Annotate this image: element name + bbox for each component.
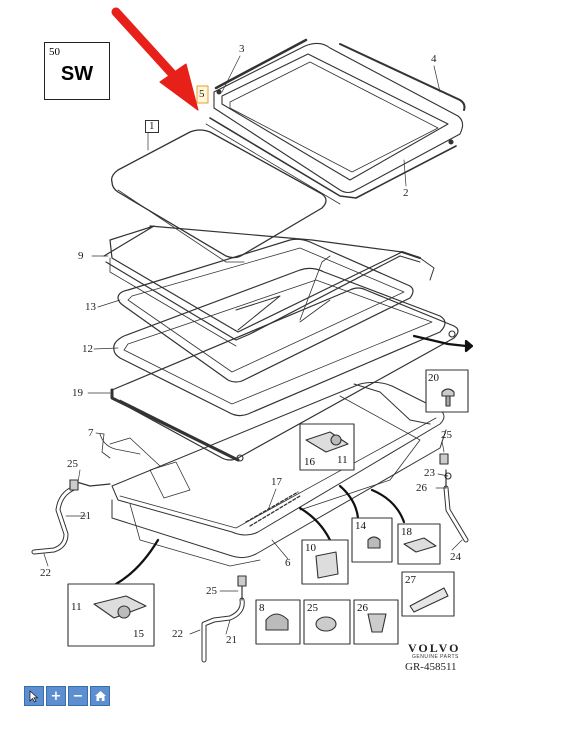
detail-label-26: 26	[357, 602, 368, 614]
part-17-strip	[245, 491, 301, 527]
hose-clips	[69, 453, 452, 587]
callout-4: 4	[431, 53, 437, 65]
callout-19: 19	[72, 387, 83, 399]
detail-box-11-15	[67, 583, 155, 647]
callout-1: 1	[145, 120, 159, 133]
detail-box-8	[255, 599, 301, 645]
callout-6: 6	[285, 557, 291, 569]
diagram-reference: GR-458511	[405, 661, 457, 673]
detail-label-11-bottom: 11	[71, 601, 82, 613]
part-7-cable	[99, 433, 141, 459]
callout-25-bottom: 25	[206, 585, 217, 597]
detail-label-16: 16	[304, 456, 315, 468]
volvo-logo: VOLVO	[408, 641, 461, 655]
leader-lines	[43, 55, 463, 635]
callout-22-left: 22	[40, 567, 51, 579]
home-button[interactable]	[90, 686, 110, 706]
detail-box-25	[303, 599, 351, 645]
callout-7: 7	[88, 427, 94, 439]
detail-label-10: 10	[305, 542, 316, 554]
callout-26: 26	[416, 482, 427, 494]
pointer-tool-button[interactable]	[24, 686, 44, 706]
callout-13: 13	[85, 301, 96, 313]
detail-label-25: 25	[307, 602, 318, 614]
detail-label-8: 8	[259, 602, 265, 614]
part-13-seal	[117, 238, 414, 383]
detail-box-18	[397, 523, 441, 565]
detail-box-27	[401, 571, 455, 617]
viewer-toolbar: + −	[24, 686, 110, 706]
zoom-in-button[interactable]: +	[46, 686, 66, 706]
part-12-seal	[113, 251, 446, 417]
sunroof-chassis-frame	[109, 255, 447, 567]
callout-25-right: 25	[441, 429, 452, 441]
callout-17: 17	[271, 476, 282, 488]
detail-label-14: 14	[355, 520, 366, 532]
detail-box-10	[301, 539, 349, 585]
arrow-cursor-icon	[29, 689, 39, 703]
callout-24: 24	[450, 551, 461, 563]
zoom-out-button[interactable]: −	[68, 686, 88, 706]
callout-3: 3	[239, 43, 245, 55]
callout-12: 12	[82, 343, 93, 355]
badge-text: SW	[60, 63, 94, 85]
detail-label-18: 18	[401, 526, 412, 538]
callout-22-bottom: 22	[172, 628, 183, 640]
callout-5: 5	[199, 88, 205, 100]
detail-label-27: 27	[405, 574, 416, 586]
red-arrow-pointer	[111, 7, 199, 111]
callout-21-left: 21	[80, 510, 91, 522]
detail-box-20	[425, 369, 469, 413]
right-drain-hose	[443, 469, 469, 543]
detail-label-15: 15	[133, 628, 144, 640]
callout-23: 23	[424, 467, 435, 479]
badge-number: 50	[49, 46, 60, 58]
part-1-glass-panel	[110, 129, 327, 263]
home-icon	[94, 691, 106, 701]
callout-21-bottom: 21	[226, 634, 237, 646]
part-19-sunshade	[110, 287, 459, 462]
detail-box-11-16	[299, 423, 355, 471]
part-2-3-4-frame	[205, 38, 466, 205]
callout-9: 9	[78, 250, 84, 262]
detail-box-26	[353, 599, 399, 645]
detail-box-14	[351, 517, 393, 563]
callout-25-left: 25	[67, 458, 78, 470]
callout-2: 2	[403, 187, 409, 199]
volvo-genuine-parts: GENUINE PARTS	[412, 654, 459, 660]
detail-label-11-top: 11	[337, 454, 348, 466]
callout-5-highlight	[196, 85, 209, 104]
sw-badge: 50 SW	[44, 42, 110, 100]
detail-label-20: 20	[428, 372, 439, 384]
